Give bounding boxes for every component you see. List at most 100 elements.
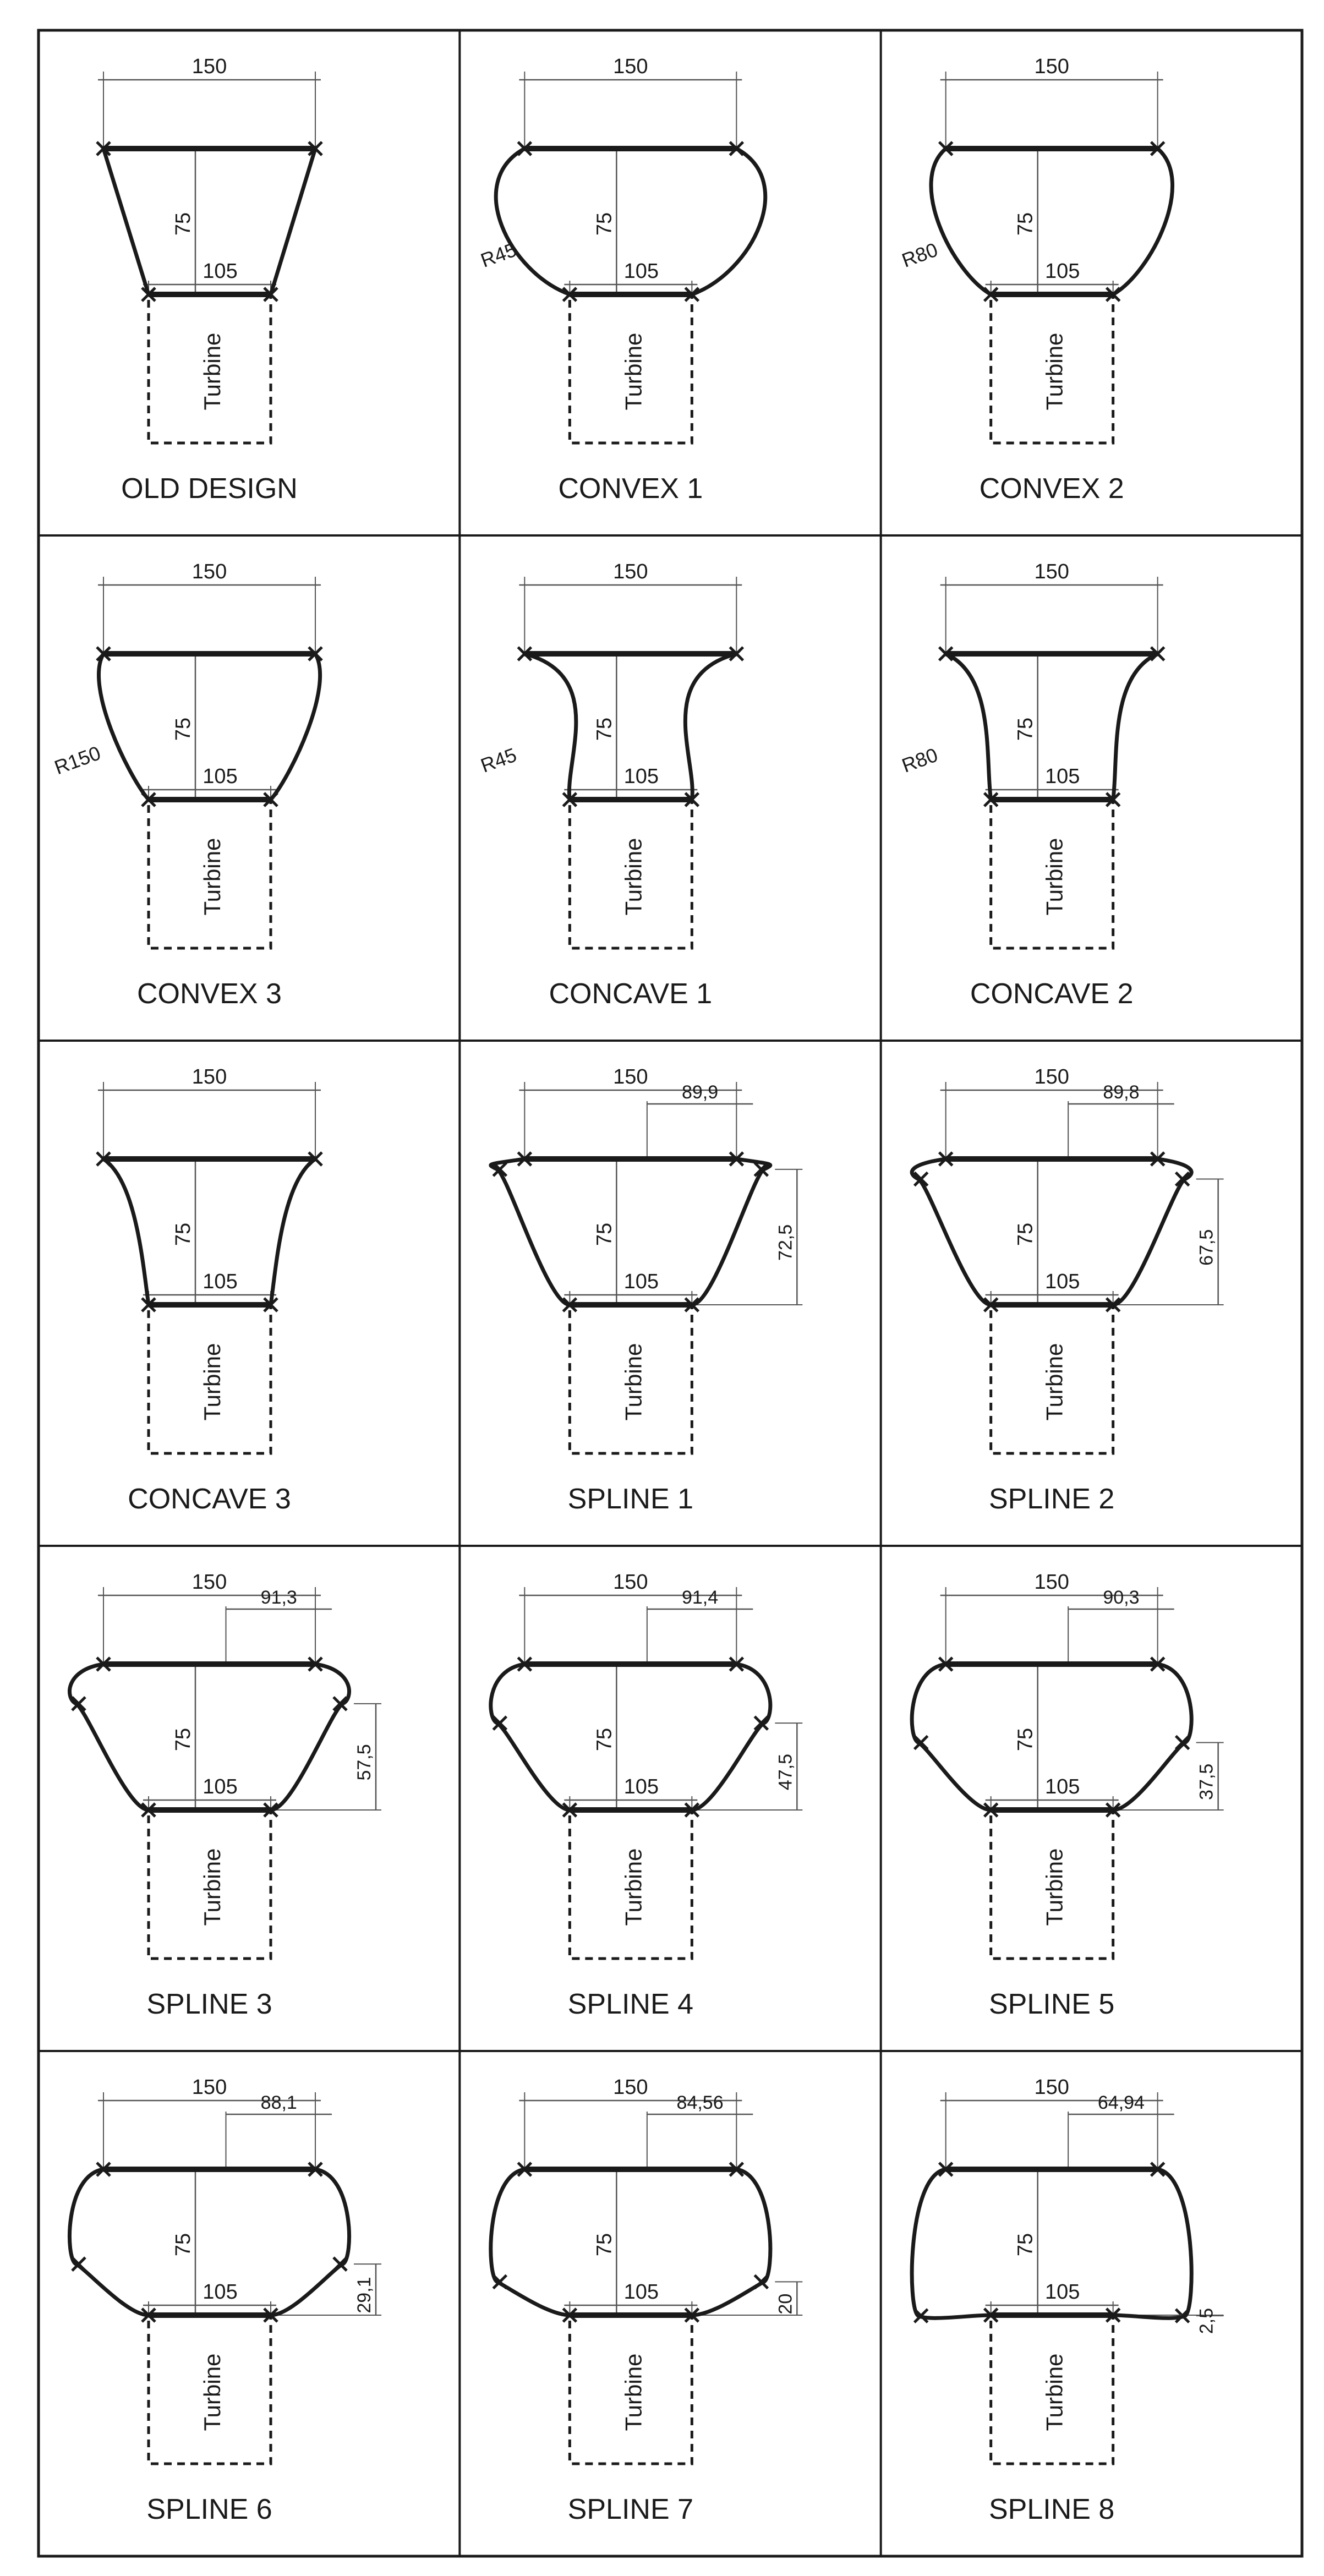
- vertex-marker: [308, 2162, 323, 2177]
- bottom-width-label: 105: [1045, 260, 1080, 283]
- spline-width-label: 88,1: [261, 2092, 297, 2113]
- top-width-label: 150: [1034, 1065, 1069, 1089]
- turbine-box: [147, 293, 272, 445]
- top-width-label: 150: [613, 55, 648, 78]
- height-label: 75: [593, 1223, 616, 1246]
- vertex-marker: [96, 646, 111, 661]
- vertex-marker: [517, 646, 533, 661]
- design-title: SPLINE 7: [568, 2493, 693, 2525]
- turbine-label: Turbine: [620, 333, 646, 411]
- turbine-box: [147, 798, 272, 950]
- vertex-marker: [729, 141, 745, 156]
- design-title: SPLINE 1: [568, 1483, 693, 1515]
- profile-left: [489, 1662, 570, 1812]
- turbine-box: [989, 1808, 1115, 1960]
- vertex-marker: [938, 141, 954, 156]
- design-title: CONVEX 3: [137, 978, 282, 1010]
- radius-label: R150: [51, 741, 103, 779]
- profile-left: [489, 2167, 570, 2317]
- bottom-width-label: 105: [1045, 765, 1080, 788]
- bottom-width-label: 105: [1045, 2280, 1080, 2304]
- turbine-box: [147, 2314, 272, 2465]
- bottom-width-label: 105: [624, 765, 659, 788]
- top-width-label: 150: [192, 1065, 227, 1089]
- profile-right: [691, 1157, 773, 1307]
- spline-width-label: 84,56: [677, 2092, 724, 2113]
- vertex-marker: [308, 1151, 323, 1167]
- turbine-label: Turbine: [620, 1848, 646, 1926]
- turbine-label: Turbine: [1042, 838, 1068, 916]
- bottom-width-label: 105: [624, 1775, 659, 1798]
- spline-width-label: 64,94: [1098, 2092, 1145, 2113]
- spline-width-label: 91,4: [682, 1587, 718, 1608]
- spline-height-label: 29,1: [354, 2277, 375, 2313]
- vertex-marker: [729, 1656, 745, 1672]
- grid-border: [37, 29, 1304, 2558]
- spline-height-label: 20: [775, 2294, 796, 2315]
- vertex-marker: [96, 2162, 111, 2177]
- turbine-box: [568, 1303, 693, 1455]
- profile-right: [270, 1662, 351, 1812]
- profile-right: [269, 653, 322, 801]
- profile-left: [910, 1662, 992, 1812]
- profile-left: [910, 1157, 992, 1307]
- turbine-box: [989, 2314, 1115, 2465]
- design-title: CONCAVE 1: [549, 978, 712, 1010]
- bottom-width-label: 105: [203, 260, 237, 283]
- vertex-marker: [1150, 1656, 1166, 1672]
- profile-right: [1112, 1157, 1194, 1307]
- profile-left: [494, 146, 571, 297]
- turbine-label: Turbine: [199, 1343, 225, 1421]
- bottom-width-label: 105: [624, 260, 659, 283]
- height-label: 75: [593, 1728, 616, 1751]
- vertex-marker: [938, 1151, 954, 1167]
- vertex-marker: [517, 2162, 533, 2177]
- design-title: SPLINE 2: [989, 1483, 1114, 1515]
- profile-right: [692, 2167, 773, 2317]
- top-width-label: 150: [192, 2076, 227, 2099]
- turbine-box: [989, 1303, 1115, 1455]
- top-width-label: 150: [613, 2076, 648, 2099]
- turbine-label: Turbine: [1042, 1343, 1068, 1421]
- design-title: CONCAVE 3: [128, 1483, 291, 1515]
- profile-left: [102, 1157, 151, 1305]
- height-label: 75: [593, 2233, 616, 2256]
- vertex-marker: [96, 141, 111, 156]
- height-label: 75: [172, 212, 195, 236]
- turbine-box: [568, 1808, 693, 1960]
- height-label: 75: [172, 2233, 195, 2256]
- bottom-width-label: 105: [203, 2280, 237, 2304]
- vertex-marker: [308, 646, 323, 661]
- spline-height-label: 47,5: [775, 1754, 796, 1790]
- spline-width-label: 90,3: [1103, 1587, 1139, 1608]
- profile-left: [68, 1662, 149, 1812]
- height-label: 75: [1014, 2233, 1037, 2256]
- profile-left: [929, 147, 992, 297]
- turbine-box: [568, 798, 693, 950]
- turbine-box: [989, 293, 1115, 445]
- profile-right: [691, 146, 768, 297]
- vertex-marker: [308, 141, 323, 156]
- top-width-label: 150: [1034, 2076, 1069, 2099]
- turbine-box: [147, 1808, 272, 1960]
- height-label: 75: [1014, 1223, 1037, 1246]
- height-label: 75: [593, 212, 616, 236]
- radius-label: R80: [899, 743, 940, 777]
- radius-label: R45: [478, 743, 519, 777]
- bottom-width-label: 105: [1045, 1270, 1080, 1293]
- design-title: SPLINE 8: [989, 2493, 1114, 2525]
- turbine-label: Turbine: [620, 838, 646, 916]
- vertex-marker: [938, 646, 954, 661]
- top-width-label: 150: [613, 1065, 648, 1089]
- top-width-label: 150: [192, 1571, 227, 1594]
- height-label: 75: [1014, 1728, 1037, 1751]
- spline-height-label: 67,5: [1196, 1229, 1217, 1266]
- spline-height-label: 37,5: [1196, 1764, 1217, 1800]
- height-label: 75: [172, 718, 195, 741]
